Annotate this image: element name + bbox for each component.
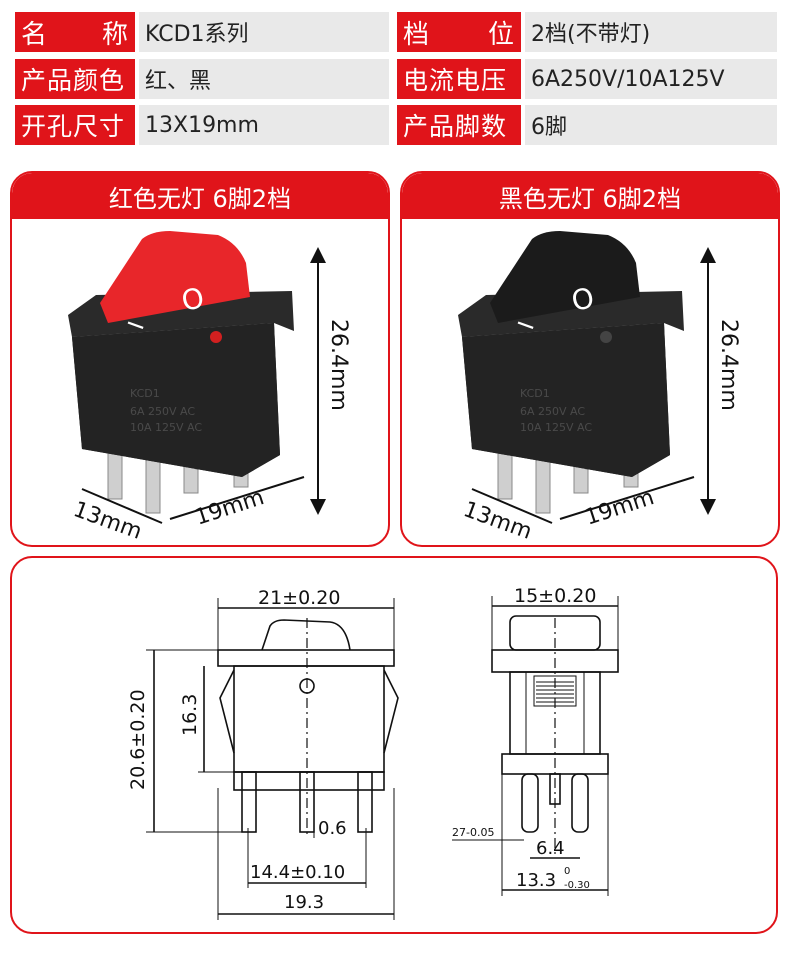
dim-side-width: 15±0.20 bbox=[514, 585, 596, 607]
spec-label-position: 档位 bbox=[397, 12, 521, 52]
spec-value-rating: 6A250V/10A125V bbox=[525, 59, 777, 99]
spec-row: 开孔尺寸 13X19mm 产品脚数 6脚 bbox=[15, 105, 777, 145]
height-dim-label: 26.4mm bbox=[326, 319, 351, 411]
width-dim-label: 19mm bbox=[582, 485, 657, 531]
spec-label-cutout: 开孔尺寸 bbox=[15, 105, 135, 145]
body-marking: KCD1 bbox=[520, 387, 550, 400]
dim-base-width: 19.3 bbox=[284, 892, 324, 913]
arrow-up-icon bbox=[310, 247, 326, 263]
depth-dim-label: 13mm bbox=[70, 497, 145, 545]
spec-value-pins: 6脚 bbox=[525, 105, 777, 145]
arrow-down-icon bbox=[310, 499, 326, 515]
spec-value-name: KCD1系列 bbox=[139, 12, 389, 52]
arrow-down-icon bbox=[700, 499, 716, 515]
switch-pin bbox=[145, 454, 161, 514]
switch-pin bbox=[535, 454, 551, 514]
body-marking: 10A 125V AC bbox=[520, 421, 592, 434]
switch-front bbox=[462, 323, 670, 477]
drawing-canvas: 21±0.20 20.6±0.20 16.3 0.6 14.4±0.10 19.… bbox=[127, 585, 619, 920]
dim-front-height-total: 20.6±0.20 bbox=[127, 689, 149, 790]
dim-side-base-tol2: -0.30 bbox=[564, 880, 590, 891]
body-marking: KCD1 bbox=[130, 387, 160, 400]
spec-row: 产品颜色 红、黑 电流电压 6A250V/10A125V bbox=[15, 59, 777, 99]
dim-side-base: 13.3 bbox=[516, 870, 556, 891]
spec-row: 名称 KCD1系列 档位 2档(不带灯) bbox=[15, 12, 777, 52]
card-title: 红色无灯 6脚2档 bbox=[12, 173, 388, 219]
dim-side-pin-spacing: 6.4 bbox=[536, 838, 565, 859]
depth-dim-line bbox=[471, 488, 553, 524]
dim-side-base-tol: 0 bbox=[564, 866, 570, 877]
rocker bbox=[490, 231, 640, 323]
body-marking: 6A 250V AC bbox=[130, 405, 195, 418]
body-marking: 6A 250V AC bbox=[520, 405, 585, 418]
width-dim-label: 19mm bbox=[192, 485, 267, 531]
rocker bbox=[100, 231, 250, 323]
spec-value-position: 2档(不带灯) bbox=[525, 12, 777, 52]
dim-front-height-body: 16.3 bbox=[179, 694, 201, 736]
indicator-hole bbox=[600, 331, 612, 343]
indicator-hole bbox=[210, 331, 222, 343]
body-marking: 10A 125V AC bbox=[130, 421, 202, 434]
card-title: 黑色无灯 6脚2档 bbox=[402, 173, 778, 219]
width-dim-line bbox=[559, 476, 695, 520]
spec-value-color: 红、黑 bbox=[139, 59, 389, 99]
spec-label-rating: 电流电压 bbox=[397, 59, 521, 99]
dim-pin-span: 14.4±0.10 bbox=[250, 862, 345, 883]
arrow-up-icon bbox=[700, 247, 716, 263]
rocker-outline bbox=[261, 619, 351, 651]
dim-front-width: 21±0.20 bbox=[258, 587, 340, 609]
depth-dim-label: 13mm bbox=[460, 497, 535, 545]
technical-drawing: 21±0.20 20.6±0.20 16.3 0.6 14.4±0.10 19.… bbox=[10, 556, 778, 934]
depth-dim-line bbox=[81, 488, 163, 524]
spec-label-pins: 产品脚数 bbox=[397, 105, 521, 145]
dim-side-pin-thick: 27-0.05 bbox=[452, 826, 494, 839]
switch-front bbox=[72, 323, 280, 477]
dim-pin-width: 0.6 bbox=[318, 818, 347, 839]
spec-label-color: 产品颜色 bbox=[15, 59, 135, 99]
width-dim-line bbox=[169, 476, 305, 520]
spec-value-cutout: 13X19mm bbox=[139, 105, 389, 145]
height-dim-label: 26.4mm bbox=[716, 319, 741, 411]
spec-label-name: 名称 bbox=[15, 12, 135, 52]
